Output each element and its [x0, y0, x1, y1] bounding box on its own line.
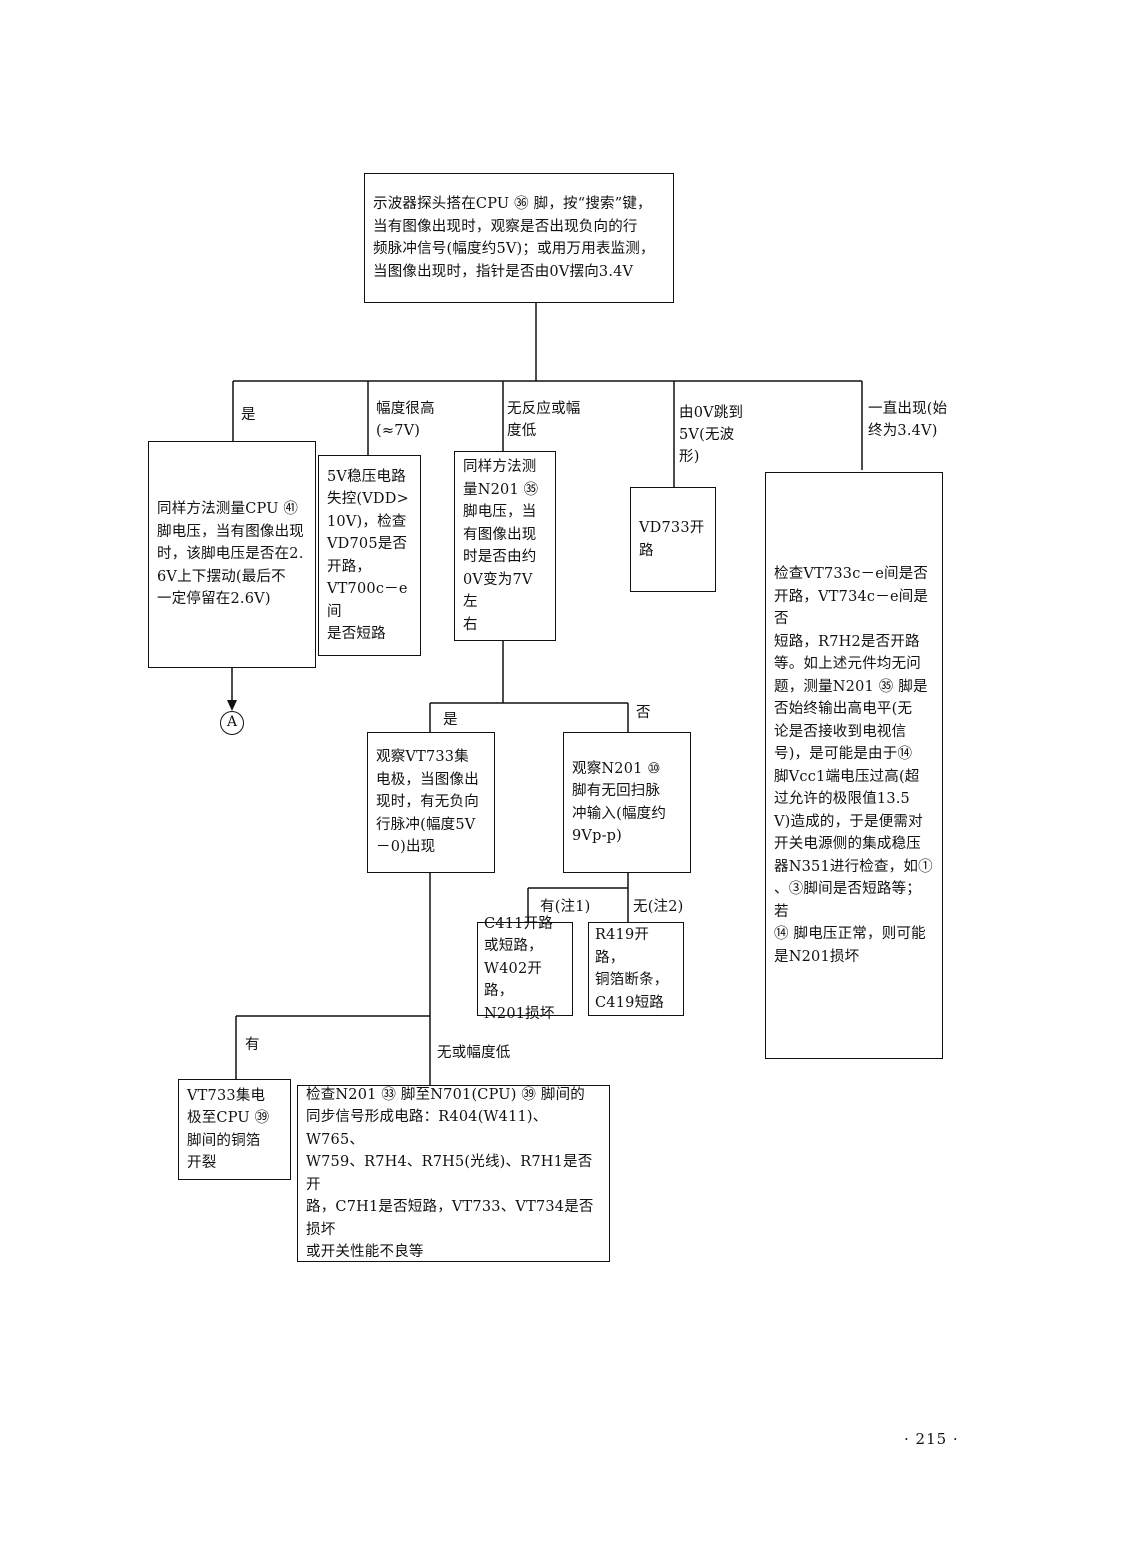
label-have: 有	[245, 1037, 260, 1053]
label-amplitude-high: 幅度很高 (≈7V)	[376, 401, 435, 439]
label-have-note1: 有(注1)	[540, 899, 591, 915]
label-no-second: 否	[636, 705, 651, 721]
box-check-n201-text: 检查N201 ㉝ 脚至N701(CPU) ㊴ 脚间的 同步信号形成电路：R404…	[306, 1086, 594, 1261]
label-none-or-low: 无或幅度低	[437, 1045, 511, 1061]
box-observe-vt733-text: 观察VT733集 电极，当图像出 现时，有无负向 行脉冲(幅度5V －0)出现	[376, 749, 479, 856]
box-observe-vt733: 观察VT733集 电极，当图像出 现时，有无负向 行脉冲(幅度5V －0)出现	[367, 732, 495, 873]
box-vd733-open: VD733开 路	[630, 487, 716, 592]
arrow-head	[227, 700, 237, 711]
label-from-0v: 由0V跳到 5V(无波 形)	[679, 405, 744, 465]
box-check-n201-sync: 检查N201 ㉝ 脚至N701(CPU) ㊴ 脚间的 同步信号形成电路：R404…	[297, 1085, 610, 1262]
box-n201-35-measure: 同样方法测 量N201 ㉟ 脚电压，当 有图像出现 时是否由约 0V变为7V左 …	[454, 451, 556, 641]
box-r419-fault: R419开路， 铜箔断条， C419短路	[588, 922, 684, 1016]
box-vt733c-text: 检查VT733c－e间是否 开路，VT734c－e间是否 短路，R7H2是否开路…	[774, 566, 933, 965]
box-r419-text: R419开路， 铜箔断条， C419短路	[595, 927, 669, 1011]
box-c411-fault: C411开路 或短路， W402开路， N201损坏	[477, 916, 573, 1022]
box-c411-text: C411开路 或短路， W402开路， N201损坏	[484, 915, 555, 1022]
box-n201-35-text: 同样方法测 量N201 ㉟ 脚电压，当 有图像出现 时是否由约 0V变为7V左 …	[463, 459, 539, 633]
box-vt733-cpu-crack: VT733集电 极至CPU ㊴ 脚间的铜箔 开裂	[178, 1079, 291, 1180]
page-number: · 215 ·	[904, 1430, 959, 1448]
label-no-response: 无反应或幅 度低	[507, 401, 581, 439]
box-top-instruction: 示波器探头搭在CPU ㊱ 脚，按“搜索”键， 当有图像出现时，观察是否出现负向的…	[364, 173, 674, 303]
box-observe-n201: 观察N201 ⑩ 脚有无回扫脉 冲输入(幅度约 9Vp-p)	[563, 732, 691, 873]
box-cpu41-text: 同样方法测量CPU ㊶ 脚电压，当有图像出现 时，该脚电压是否在2. 6V上下摆…	[157, 501, 304, 608]
connector-a-circle: A	[220, 711, 244, 735]
box-vdd-text: 5V稳压电路 失控(VDD> 10V)，检查 VD705是否 开路， VT700…	[327, 468, 409, 643]
label-yes-first: 是	[241, 407, 256, 423]
label-yes-second: 是	[443, 712, 458, 728]
box-observe-n201-text: 观察N201 ⑩ 脚有无回扫脉 冲输入(幅度约 9Vp-p)	[572, 760, 667, 845]
label-always-appears: 一直出现(始 终为3.4V)	[868, 401, 948, 439]
box-vdd-fault: 5V稳压电路 失控(VDD> 10V)，检查 VD705是否 开路， VT700…	[318, 455, 421, 656]
box-vt733c-check: 检查VT733c－e间是否 开路，VT734c－e间是否 短路，R7H2是否开路…	[765, 472, 943, 1059]
box-vt733-cpu-text: VT733集电 极至CPU ㊴ 脚间的铜箔 开裂	[187, 1087, 270, 1172]
box-cpu41-measure: 同样方法测量CPU ㊶ 脚电压，当有图像出现 时，该脚电压是否在2. 6V上下摆…	[148, 441, 316, 668]
box-top-text: 示波器探头搭在CPU ㊱ 脚，按“搜索”键， 当有图像出现时，观察是否出现负向的…	[373, 196, 655, 280]
box-vd733-text: VD733开 路	[639, 520, 705, 559]
label-none-note2: 无(注2)	[633, 899, 684, 915]
